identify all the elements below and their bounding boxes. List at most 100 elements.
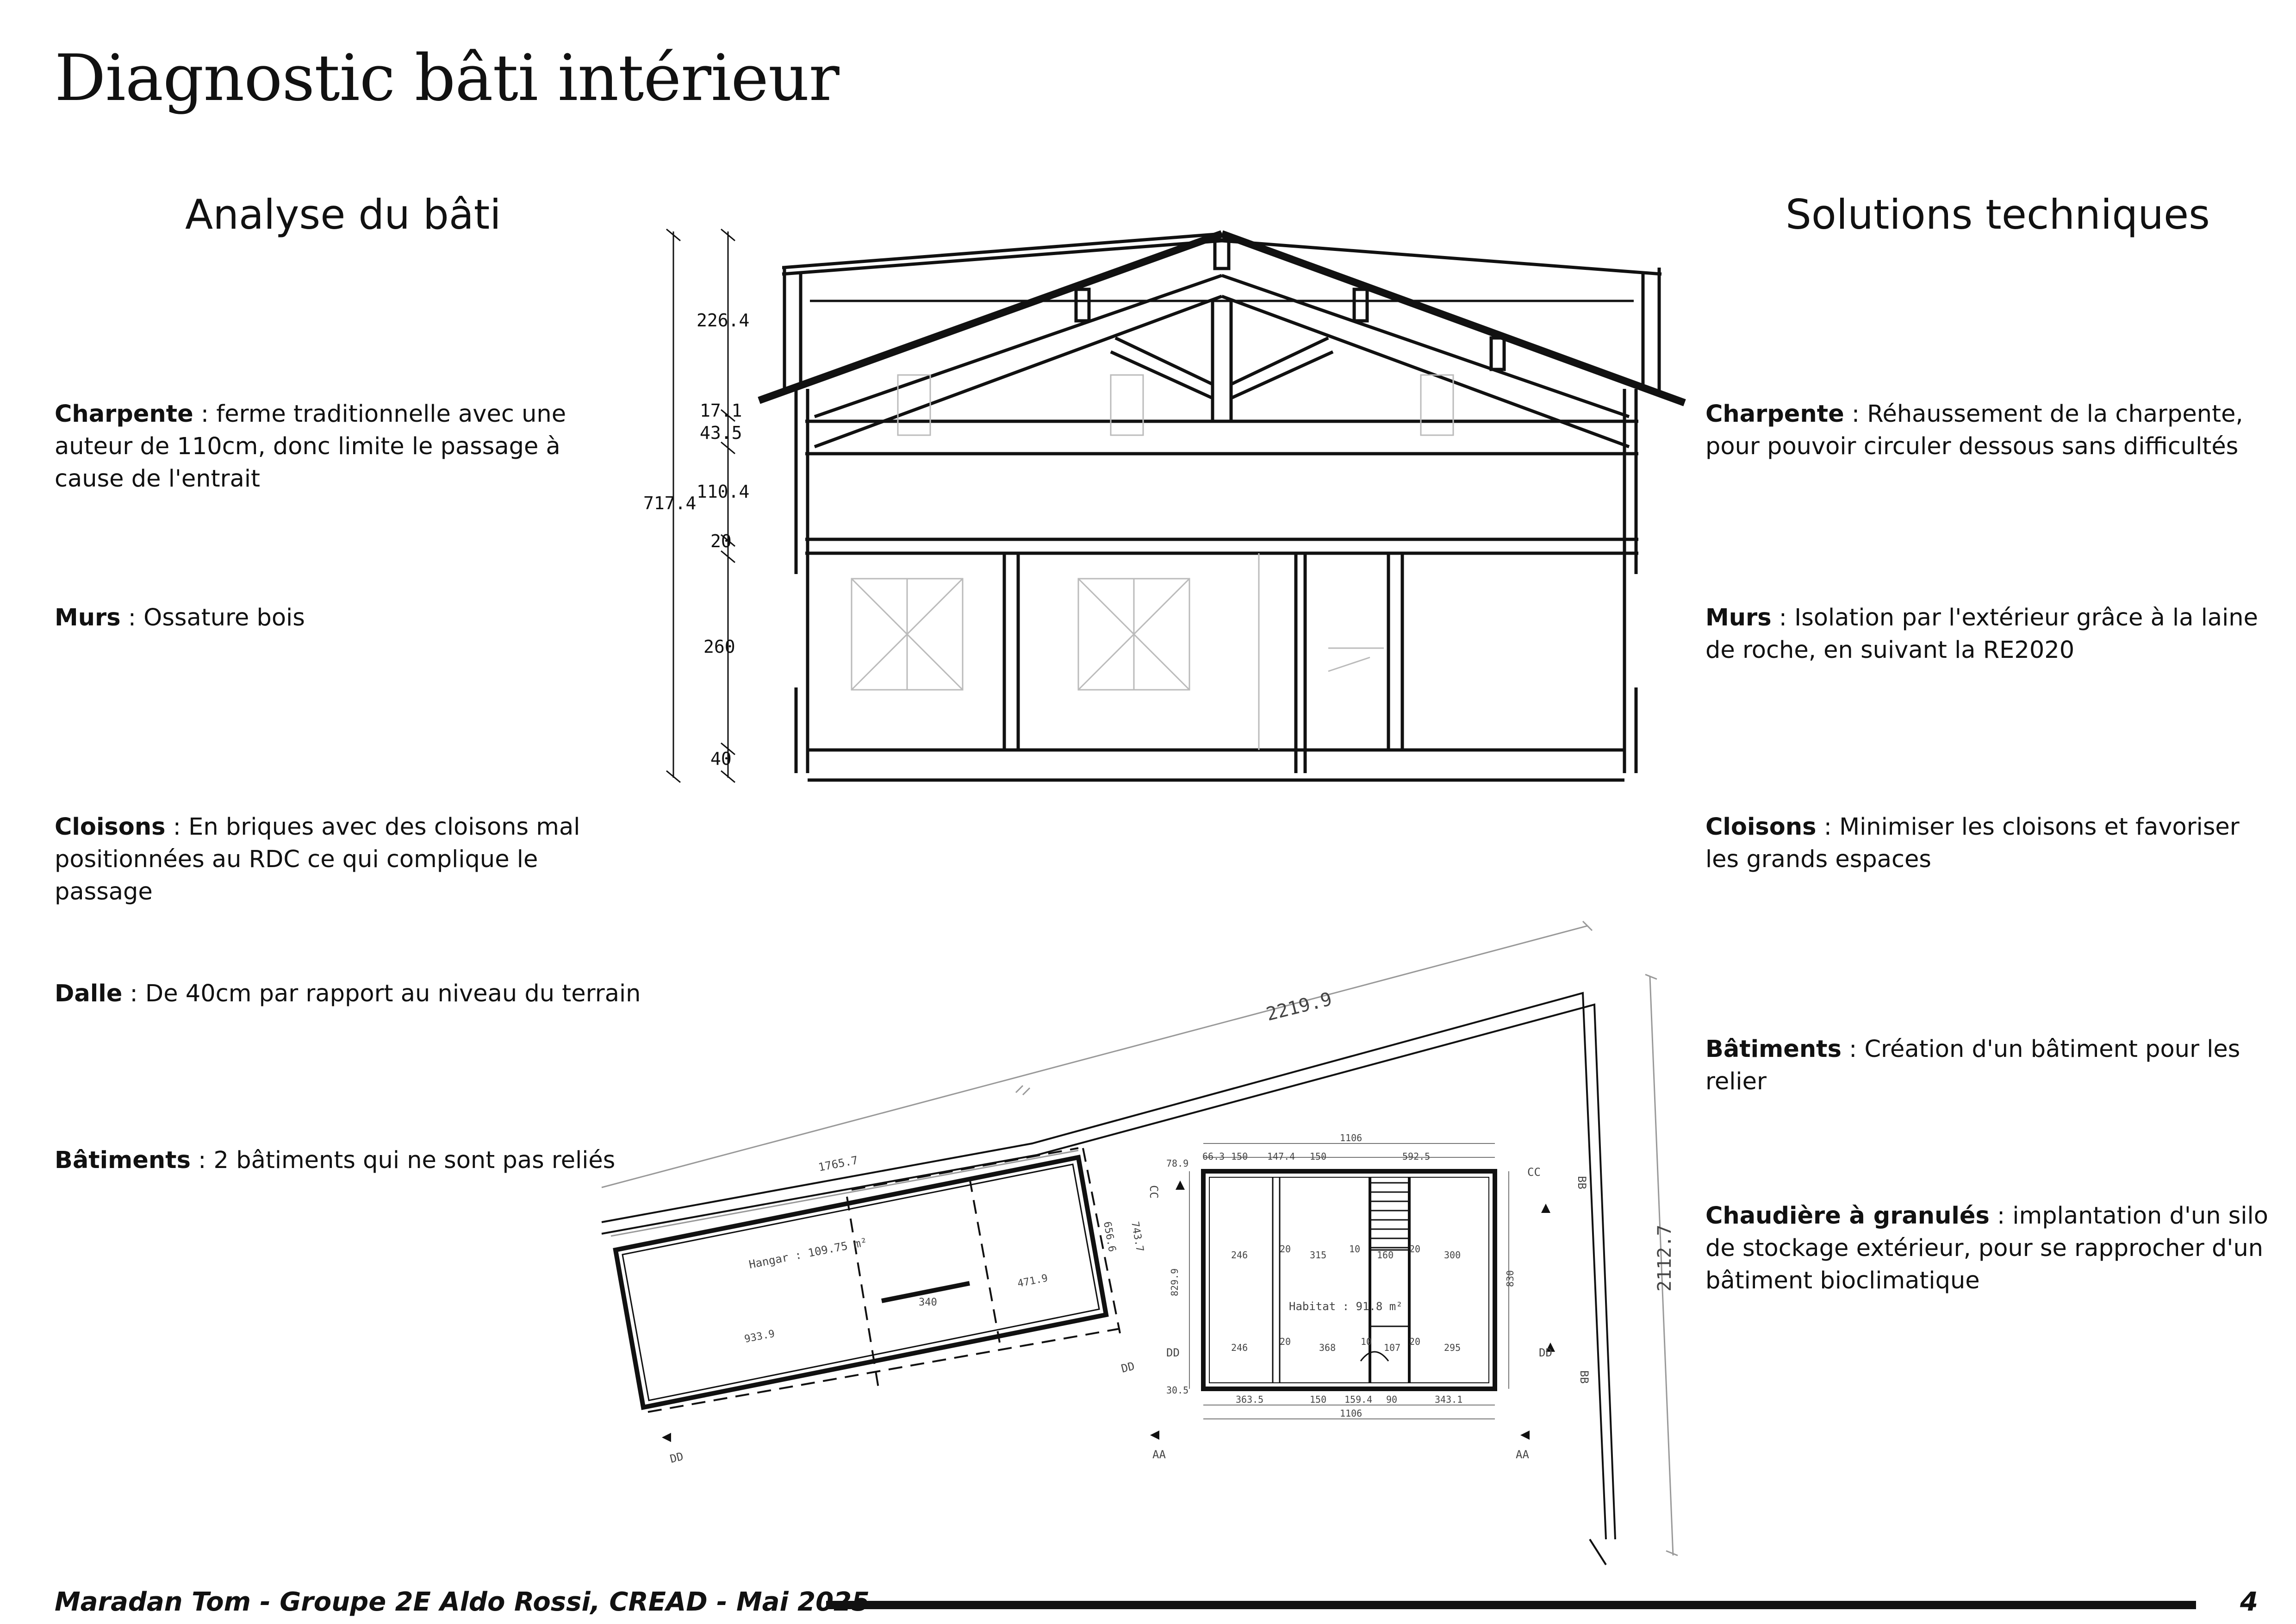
- dim-b3: 159.4: [1344, 1394, 1372, 1405]
- item-term: Dalle: [55, 980, 123, 1007]
- dim-r7: 300: [1444, 1249, 1461, 1261]
- section-light-details: [851, 374, 1454, 750]
- item-term: Murs: [55, 604, 121, 631]
- dim-17-1: 17.1: [700, 400, 742, 421]
- dim-260: 260: [703, 637, 735, 657]
- dim-43-5: 43.5: [700, 423, 742, 443]
- item-text: : Ossature bois: [120, 604, 305, 631]
- cut-dd-3: DD: [1120, 1360, 1136, 1375]
- item-text: : 2 bâtiments qui ne sont pas reliés: [190, 1147, 616, 1174]
- dim-t2: 150: [1231, 1151, 1248, 1162]
- cut-cc-left: CC: [1147, 1185, 1160, 1199]
- item-term: Charpente: [1705, 400, 1844, 428]
- dim-r2: 20: [1280, 1243, 1291, 1255]
- page-title: Diagnostic bâti intérieur: [55, 41, 840, 115]
- dim-b1: 363.5: [1236, 1394, 1263, 1405]
- analysis-item-charpente: Charpente : ferme traditionnelle avec un…: [55, 398, 628, 495]
- solution-item-cloisons: Cloisons : Minimiser les cloisons et fav…: [1705, 811, 2275, 876]
- section-dimension-text: 226.4 17.1 43.5 110.4 717.4 20 260 40: [643, 310, 749, 769]
- footer-rule: [826, 1601, 2196, 1609]
- dim-226-4: 226.4: [697, 310, 749, 331]
- dim-s1: 246: [1231, 1342, 1248, 1353]
- cut-aa-right: AA: [1516, 1448, 1529, 1461]
- hangar-dashed: [647, 1147, 1121, 1413]
- dim-t4: 150: [1310, 1151, 1326, 1162]
- analysis-item-batiments: Bâtiments : 2 bâtiments qui ne sont pas …: [55, 1144, 628, 1177]
- habitat-area: Habitat : 91.8 m²: [1289, 1300, 1403, 1313]
- cut-cc-right: CC: [1527, 1166, 1541, 1179]
- dim-s6: 20: [1409, 1336, 1420, 1347]
- solution-item-batiments: Bâtiments : Création d'un bâtiment pour …: [1705, 1033, 2275, 1098]
- habitat-bottom-length: 1106: [1340, 1408, 1362, 1419]
- site-plan-labels: 2219.9 2112.7 1765.7 Hangar : 109.75 m² …: [669, 988, 1675, 1466]
- cut-aa-left: AA: [1152, 1448, 1166, 1461]
- hangar-area: Hangar : 109.75 m²: [748, 1236, 869, 1271]
- site-boundary: [601, 992, 1616, 1566]
- item-term: Bâtiments: [1705, 1036, 1842, 1063]
- building-section: [758, 230, 1686, 782]
- cut-dd-4: DD: [669, 1450, 685, 1466]
- item-text: : De 40cm par rapport au niveau du terra…: [122, 980, 641, 1007]
- item-term: Chaudière à granulés: [1705, 1202, 1990, 1230]
- hangar-dim-340: 340: [919, 1297, 937, 1308]
- item-text: : En briques avec des cloisons mal posit…: [55, 813, 580, 906]
- habitat-right-length: 830: [1505, 1270, 1516, 1287]
- item-term: Charpente: [55, 400, 193, 428]
- item-term: Murs: [1705, 604, 1772, 631]
- dim-s5: 107: [1384, 1342, 1400, 1353]
- hangar-top-length: 1765.7: [817, 1154, 859, 1174]
- page-number: 4: [2240, 1587, 2258, 1617]
- habitat-top-length: 1106: [1340, 1132, 1362, 1143]
- item-term: Cloisons: [1705, 813, 1817, 841]
- section-dimension-lines: [666, 228, 735, 783]
- item-text: : ferme traditionnelle avec une auteur d…: [55, 400, 566, 493]
- dim-b2: 150: [1310, 1394, 1326, 1405]
- habitat: [1201, 1169, 1497, 1391]
- dim-40: 40: [710, 749, 732, 769]
- analysis-title: Analyse du bâti: [185, 191, 501, 238]
- habitat-dim-lines: [1189, 1143, 1509, 1419]
- dim-t5: 592.5: [1402, 1151, 1430, 1162]
- dim-r1: 246: [1231, 1249, 1248, 1261]
- analysis-item-cloisons: Cloisons : En briques avec des cloisons …: [55, 811, 628, 908]
- hangar-dim-471: 471.9: [1016, 1273, 1049, 1290]
- item-text: : Réhaussement de la charpente, pour pou…: [1705, 400, 2243, 460]
- stair: [1360, 1182, 1410, 1362]
- analysis-item-dalle: Dalle : De 40cm par rapport au niveau du…: [55, 978, 656, 1010]
- cut-dd-1: DD: [1166, 1346, 1180, 1359]
- dim-20: 20: [710, 531, 732, 551]
- item-term: Cloisons: [55, 813, 166, 841]
- dim-r6: 20: [1409, 1243, 1420, 1255]
- hangar: [613, 1155, 1109, 1410]
- solution-item-murs: Murs : Isolation par l'extérieur grâce à…: [1705, 602, 2275, 667]
- solution-item-charpente: Charpente : Réhaussement de la charpente…: [1705, 398, 2275, 463]
- dim-c2: 30.5: [1166, 1385, 1188, 1396]
- dim-b5: 343.1: [1435, 1394, 1462, 1405]
- item-text: : Création d'un bâtiment pour les relier: [1705, 1036, 2240, 1095]
- item-text: : Isolation par l'extérieur grâce à la l…: [1705, 604, 2258, 664]
- dim-s4: 10: [1361, 1336, 1372, 1347]
- analysis-item-murs: Murs : Ossature bois: [55, 602, 628, 634]
- dim-r3: 315: [1310, 1249, 1326, 1261]
- dim-s7: 295: [1444, 1342, 1461, 1353]
- cut-bb-bottom: BB: [1578, 1370, 1591, 1384]
- cut-bb-top: BB: [1575, 1176, 1588, 1189]
- dim-b4: 90: [1386, 1394, 1397, 1405]
- footer-author: Maradan Tom - Groupe 2E Aldo Rossi, CREA…: [55, 1587, 870, 1617]
- site-right-length: 2112.7: [1654, 1225, 1675, 1292]
- hangar-dim-743: 743.7: [1129, 1221, 1145, 1253]
- hangar-dim-933: 933.9: [743, 1328, 776, 1345]
- habitat-left-length: 829.9: [1169, 1268, 1180, 1296]
- cut-dd-2: DD: [1539, 1346, 1552, 1359]
- dim-c1: 78.9: [1166, 1158, 1188, 1169]
- dim-s2: 20: [1280, 1336, 1291, 1347]
- site-top-length: 2219.9: [1264, 988, 1334, 1025]
- dim-t1: 66.3: [1202, 1151, 1225, 1162]
- item-term: Bâtiments: [55, 1147, 191, 1174]
- dim-r4: 10: [1349, 1243, 1360, 1255]
- solution-item-chaudiere: Chaudière à granulés : implantation d'un…: [1705, 1200, 2275, 1297]
- dim-717-4: 717.4: [643, 493, 696, 513]
- dim-s3: 368: [1319, 1342, 1336, 1353]
- dim-r5: 160: [1377, 1249, 1394, 1261]
- item-text: : implantation d'un silo de stockage ext…: [1705, 1202, 2268, 1294]
